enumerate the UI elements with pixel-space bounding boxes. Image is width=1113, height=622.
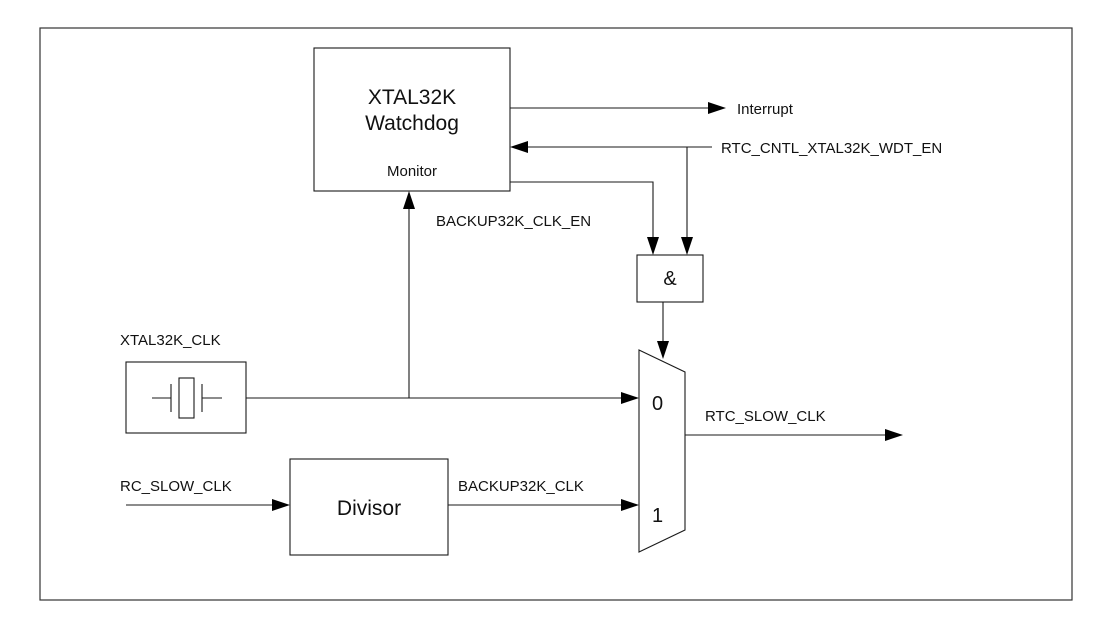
- wdt-en-and-arrowhead: [681, 237, 693, 255]
- rc-slow-clk-label: RC_SLOW_CLK: [120, 478, 232, 495]
- divisor-label: Divisor: [337, 497, 401, 520]
- wdt-en-arrowhead: [510, 141, 528, 153]
- crystal-icon: [152, 377, 222, 419]
- backup-clk-en-label: BACKUP32K_CLK_EN: [436, 213, 591, 230]
- xtal-clk-label: XTAL32K_CLK: [120, 332, 221, 349]
- interrupt-label: Interrupt: [737, 101, 794, 118]
- watchdog-title-line1: XTAL32K: [368, 86, 456, 109]
- and-gate-block: [636, 254, 704, 303]
- mux-input-0-label: 0: [652, 393, 663, 415]
- diagram-frame: [39, 27, 1073, 601]
- backup-clk-en-wire: [510, 181, 654, 242]
- backup-clk-arrowhead: [621, 499, 639, 511]
- mux-block: [638, 349, 686, 553]
- xtal-clk-arrowhead: [621, 392, 639, 404]
- backup-clk-en-arrowhead: [647, 237, 659, 255]
- backup-clk-label: BACKUP32K_CLK: [458, 478, 584, 495]
- watchdog-block: [313, 47, 511, 192]
- rtc-slow-clk-label: RTC_SLOW_CLK: [705, 408, 826, 425]
- interrupt-arrowhead: [708, 102, 726, 114]
- divisor-block: [289, 458, 449, 556]
- rc-slow-clk-arrowhead: [272, 499, 290, 511]
- rtc-slow-clk-arrowhead: [885, 429, 903, 441]
- watchdog-monitor-label: Monitor: [387, 163, 437, 180]
- wdt-en-label: RTC_CNTL_XTAL32K_WDT_EN: [721, 140, 942, 157]
- watchdog-title-line2: Watchdog: [365, 112, 459, 135]
- mux-select-arrowhead: [657, 341, 669, 359]
- crystal-block: [125, 361, 247, 434]
- monitor-feed-arrowhead: [403, 191, 415, 209]
- and-gate-label: &: [663, 268, 677, 290]
- mux-input-1-label: 1: [652, 505, 663, 527]
